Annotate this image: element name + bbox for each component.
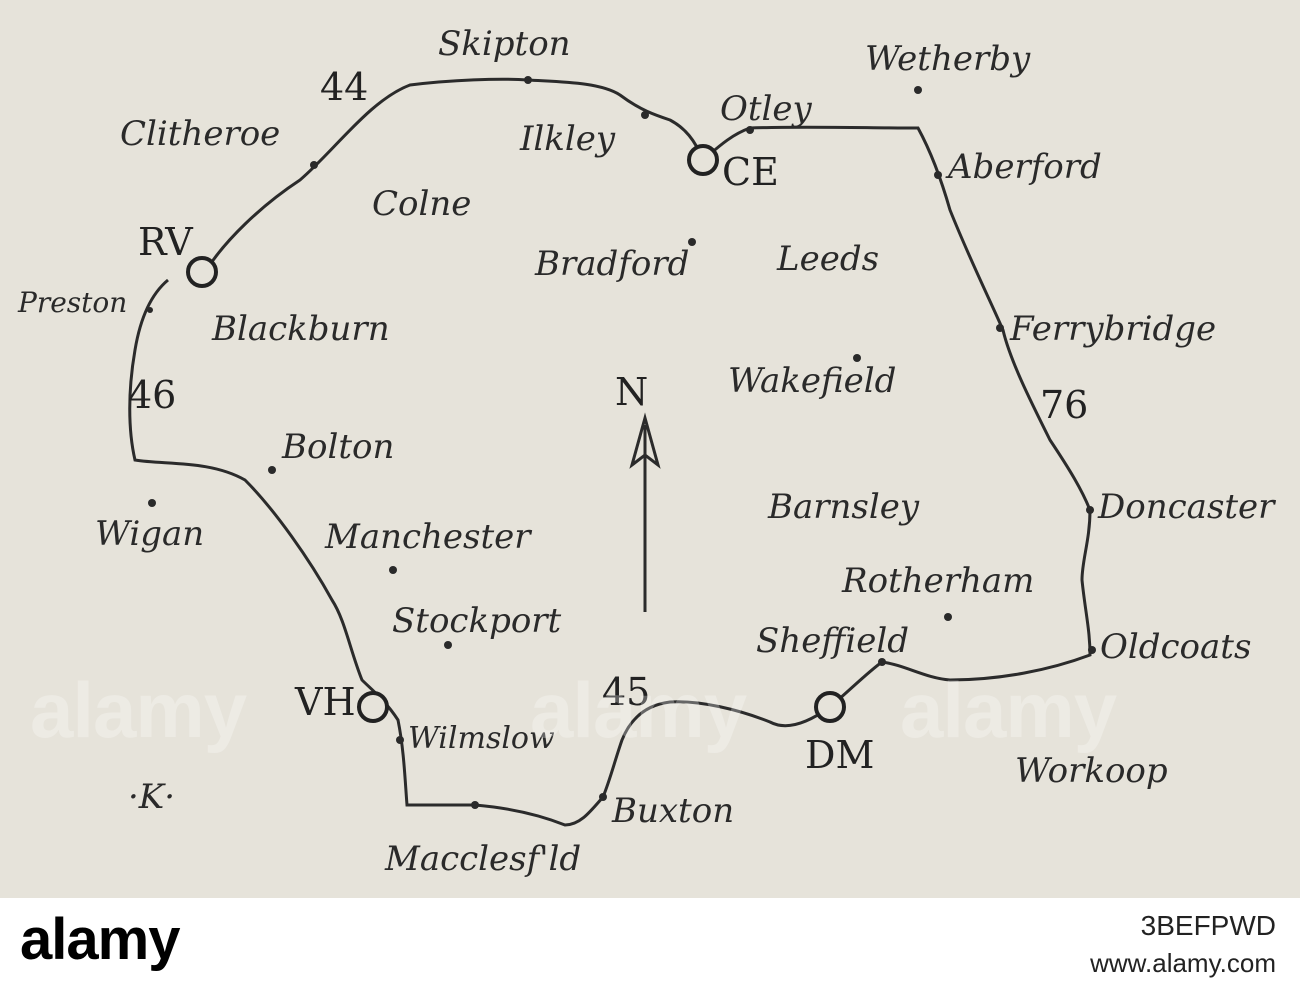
label-preston: Preston bbox=[17, 286, 127, 319]
station-dm-circle bbox=[814, 691, 846, 723]
dot-clitheroe bbox=[310, 161, 318, 169]
station-rv-label: RV bbox=[138, 220, 193, 264]
map-illustration: N Skipton Wetherby Otley Ilkley Clithero… bbox=[17, 24, 1277, 879]
label-leeds: Leeds bbox=[776, 239, 879, 279]
watermark-right: alamy bbox=[900, 666, 1117, 754]
station-vh-label: VH bbox=[294, 680, 356, 724]
label-stockport: Stockport bbox=[392, 601, 562, 641]
station-rv-circle bbox=[186, 256, 218, 288]
dot-buxton bbox=[599, 793, 607, 801]
label-bradford: Bradford bbox=[534, 244, 689, 284]
label-wilmslow: Wilmslow bbox=[408, 721, 555, 756]
station-ce-label: CE bbox=[722, 150, 779, 194]
dot-wetherby bbox=[914, 86, 922, 94]
distance-46-label: 46 bbox=[128, 373, 176, 417]
label-blackburn: Blackburn bbox=[211, 309, 390, 349]
label-oldcoats: Oldcoats bbox=[1100, 627, 1251, 667]
dot-doncaster bbox=[1086, 506, 1094, 514]
footer-logo[interactable]: alamy bbox=[20, 907, 180, 972]
dot-bolton bbox=[268, 466, 276, 474]
compass-north-label: N bbox=[615, 370, 648, 414]
dot-wigan bbox=[148, 499, 156, 507]
footer-bar: alamy 3BEFPWD www.alamy.com bbox=[0, 898, 1300, 988]
dot-wakefield bbox=[853, 354, 861, 362]
dot-wilmslow bbox=[396, 736, 404, 744]
watermark-center: alamy bbox=[530, 666, 747, 754]
label-clitheroe: Clitheroe bbox=[120, 114, 280, 154]
dot-ferrybridge bbox=[996, 324, 1004, 332]
label-buxton: Buxton bbox=[611, 791, 734, 831]
watermark-left: alamy bbox=[30, 666, 247, 754]
label-wakefield: Wakefield bbox=[728, 361, 896, 401]
label-wetherby: Wetherby bbox=[865, 39, 1031, 79]
distance-76-label: 76 bbox=[1040, 383, 1088, 427]
dot-aberford bbox=[934, 171, 942, 179]
station-dm-label: DM bbox=[805, 733, 874, 777]
dot-bradford bbox=[688, 238, 696, 246]
footer-url[interactable]: www.alamy.com bbox=[1090, 948, 1276, 978]
route-line bbox=[128, 77, 1092, 827]
route-map: N Skipton Wetherby Otley Ilkley Clithero… bbox=[17, 24, 1276, 879]
label-wigan: Wigan bbox=[95, 514, 204, 554]
dot-preston bbox=[147, 307, 153, 313]
label-otley: Otley bbox=[720, 89, 813, 129]
label-manchester: Manchester bbox=[324, 517, 532, 557]
station-vh-circle bbox=[357, 691, 389, 723]
label-colne: Colne bbox=[372, 184, 471, 224]
dot-manchester bbox=[389, 566, 397, 574]
label-ilkley: Ilkley bbox=[519, 119, 616, 159]
label-bolton: Bolton bbox=[281, 427, 394, 467]
dot-oldcoats bbox=[1088, 646, 1096, 654]
dot-sheffield bbox=[878, 658, 886, 666]
label-ferrybridge: Ferrybridge bbox=[1009, 309, 1216, 349]
label-skipton: Skipton bbox=[438, 24, 571, 64]
label-sheffield: Sheffield bbox=[756, 621, 909, 661]
label-rotherham: Rotherham bbox=[841, 561, 1034, 601]
dot-ilkley bbox=[641, 111, 649, 119]
dot-skipton bbox=[524, 76, 532, 84]
label-workoop: Workoop bbox=[1015, 751, 1168, 791]
label-doncaster: Doncaster bbox=[1097, 487, 1276, 527]
station-ce-circle bbox=[687, 144, 719, 176]
dot-macclesfield bbox=[471, 801, 479, 809]
distance-45-label: 45 bbox=[602, 670, 650, 714]
distance-44-label: 44 bbox=[320, 65, 368, 109]
label-macclesfield: Macclesf'ld bbox=[384, 839, 581, 879]
label-aberford: Aberford bbox=[945, 147, 1102, 187]
footer-image-id: 3BEFPWD bbox=[1140, 910, 1276, 941]
dot-rotherham bbox=[944, 613, 952, 621]
north-arrow-icon bbox=[629, 412, 661, 612]
artist-signature: ·K· bbox=[128, 777, 175, 817]
dot-otley bbox=[746, 126, 754, 134]
label-barnsley: Barnsley bbox=[767, 487, 920, 527]
dot-stockport bbox=[444, 641, 452, 649]
